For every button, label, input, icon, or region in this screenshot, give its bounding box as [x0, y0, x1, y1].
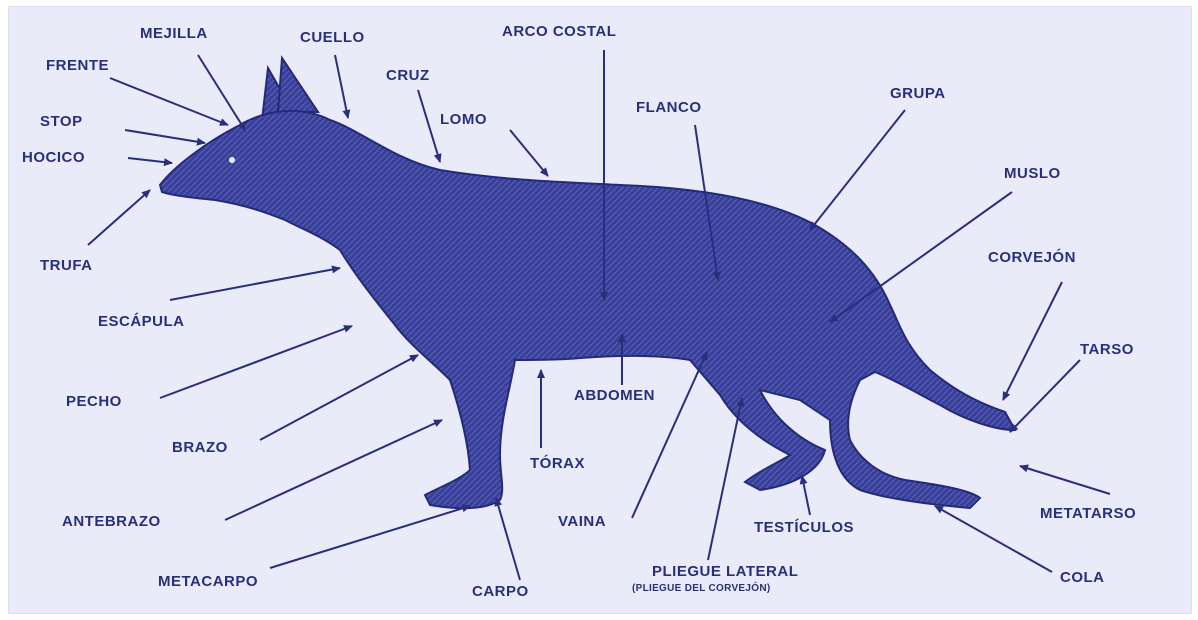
pointer-cola — [935, 506, 1052, 572]
pointer-lomo — [510, 130, 548, 176]
label-escapula: ESCÁPULA — [98, 314, 185, 329]
label-flanco: FLANCO — [636, 100, 702, 115]
label-pliegue-lateral: PLIEGUE LATERAL — [652, 564, 798, 579]
pointer-carpo — [496, 498, 520, 580]
label-corvejon: CORVEJÓN — [988, 250, 1076, 265]
pointer-hocico — [128, 158, 172, 163]
pointer-frente — [110, 78, 228, 125]
pointer-pecho — [160, 326, 352, 398]
pointer-cruz — [418, 90, 440, 162]
label-abdomen: ABDOMEN — [574, 388, 655, 403]
pointer-mejilla — [198, 55, 245, 130]
label-mejilla: MEJILLA — [140, 26, 208, 41]
label-torax: TÓRAX — [530, 456, 585, 471]
pointer-tarso — [1010, 360, 1080, 432]
dog-ear-front — [278, 58, 318, 112]
label-antebrazo: ANTEBRAZO — [62, 514, 161, 529]
label-metatarso: METATARSO — [1040, 506, 1136, 521]
label-grupa: GRUPA — [890, 86, 946, 101]
label-cola: COLA — [1060, 570, 1105, 585]
label-muslo: MUSLO — [1004, 166, 1061, 181]
label-cuello: CUELLO — [300, 30, 365, 45]
pointer-vaina — [632, 352, 707, 518]
dog-eye — [229, 157, 235, 163]
label-tarso: TARSO — [1080, 342, 1134, 357]
pointer-trufa — [88, 190, 150, 245]
dog-silhouette — [160, 58, 1015, 508]
label-pecho: PECHO — [66, 394, 122, 409]
label-stop: STOP — [40, 114, 83, 129]
pointer-pliegue-lateral — [708, 398, 742, 560]
pointer-metatarso — [1020, 466, 1110, 494]
pointer-testiculos — [802, 476, 810, 515]
pointer-antebrazo — [225, 420, 442, 520]
label-metacarpo: METACARPO — [158, 574, 258, 589]
pointer-cuello — [335, 55, 348, 118]
label-trufa: TRUFA — [40, 258, 93, 273]
pointer-metacarpo — [270, 506, 470, 568]
label-testiculos: TESTÍCULOS — [754, 520, 854, 535]
label-frente: FRENTE — [46, 58, 109, 73]
label-hocico: HOCICO — [22, 150, 85, 165]
label-brazo: BRAZO — [172, 440, 228, 455]
label-vaina: VAINA — [558, 514, 606, 529]
pointer-corvejon — [1003, 282, 1062, 400]
label-arco-costal: ARCO COSTAL — [502, 24, 616, 39]
pointer-brazo — [260, 355, 418, 440]
label-pliegue-sub: (PLIEGUE DEL CORVEJÓN) — [632, 584, 770, 594]
pointer-escapula — [170, 268, 340, 300]
label-carpo: CARPO — [472, 584, 529, 599]
pointer-grupa — [810, 110, 905, 230]
dog-body — [160, 111, 1015, 508]
pointer-stop — [125, 130, 205, 143]
label-lomo: LOMO — [440, 112, 487, 127]
label-cruz: CRUZ — [386, 68, 430, 83]
